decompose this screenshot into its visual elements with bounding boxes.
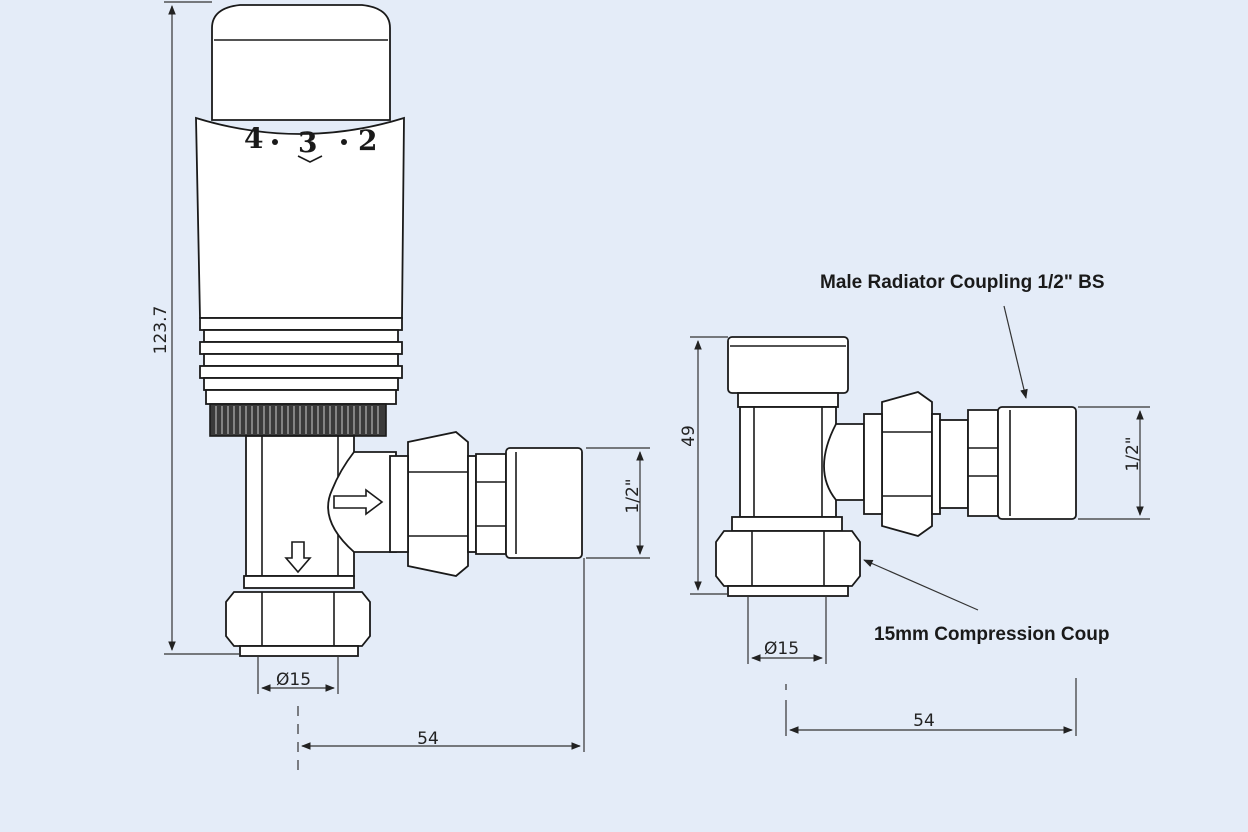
label-compression-coupling: 15mm Compression Coup — [874, 624, 1109, 645]
dial-number-3: 3 — [298, 126, 317, 159]
lockshield-hex-nut-bottom — [715, 530, 861, 587]
dial-number-2: 2 — [358, 124, 377, 157]
height-dim-text: 123.7 — [151, 306, 171, 355]
knurled-ring — [209, 403, 387, 437]
offset-dim-text: 54 — [417, 729, 439, 749]
dial-pointer — [297, 155, 323, 163]
coupling-dim-right-text: 1/2" — [1123, 436, 1143, 471]
thermostat-head — [195, 116, 405, 319]
offset-dim-right-text: 54 — [913, 711, 935, 731]
height-dim-right-text: 49 — [679, 425, 699, 447]
dimension-pipe-left: Ø15 — [257, 656, 339, 694]
head-ridges — [199, 317, 403, 405]
dimension-height-right: 49 — [679, 336, 728, 595]
lockshield-hex-nut — [881, 391, 933, 537]
dimension-coupling-right: 1/2" — [1078, 406, 1150, 520]
dial-number-4: 4 — [244, 122, 263, 155]
dimension-offset-right: 54 — [785, 678, 1077, 736]
dimension-height-left: 123.7 — [151, 1, 240, 655]
coupling-dim-text: 1/2" — [623, 478, 643, 513]
flow-arrow-right-icon — [333, 488, 384, 516]
lockshield-valve — [715, 336, 1077, 597]
label-male-radiator-coupling: Male Radiator Coupling 1/2" BS — [820, 272, 1105, 293]
dimension-offset-left: 54 — [297, 558, 585, 774]
pipe-dim-text: Ø15 — [276, 670, 311, 690]
lower-collar — [243, 575, 355, 589]
dimension-coupling-left: 1/2" — [586, 447, 650, 559]
dimension-pipe-right: Ø15 — [747, 596, 827, 664]
thermostat-cap — [211, 4, 391, 121]
dial-dot — [272, 139, 278, 145]
callout-compression: 15mm Compression Coup — [863, 559, 1109, 645]
dial-dot — [341, 139, 347, 145]
hex-nut-side — [407, 431, 469, 577]
radiator-coupling — [505, 447, 583, 559]
pipe-dim-right-text: Ø15 — [764, 639, 799, 659]
thermostatic-valve: 4 3 2 — [195, 4, 583, 657]
callout-coupling: Male Radiator Coupling 1/2" BS — [820, 272, 1105, 399]
hex-nut-bottom — [225, 591, 371, 647]
flow-arrow-down-icon — [284, 541, 312, 574]
lockshield-coupling — [997, 406, 1077, 520]
